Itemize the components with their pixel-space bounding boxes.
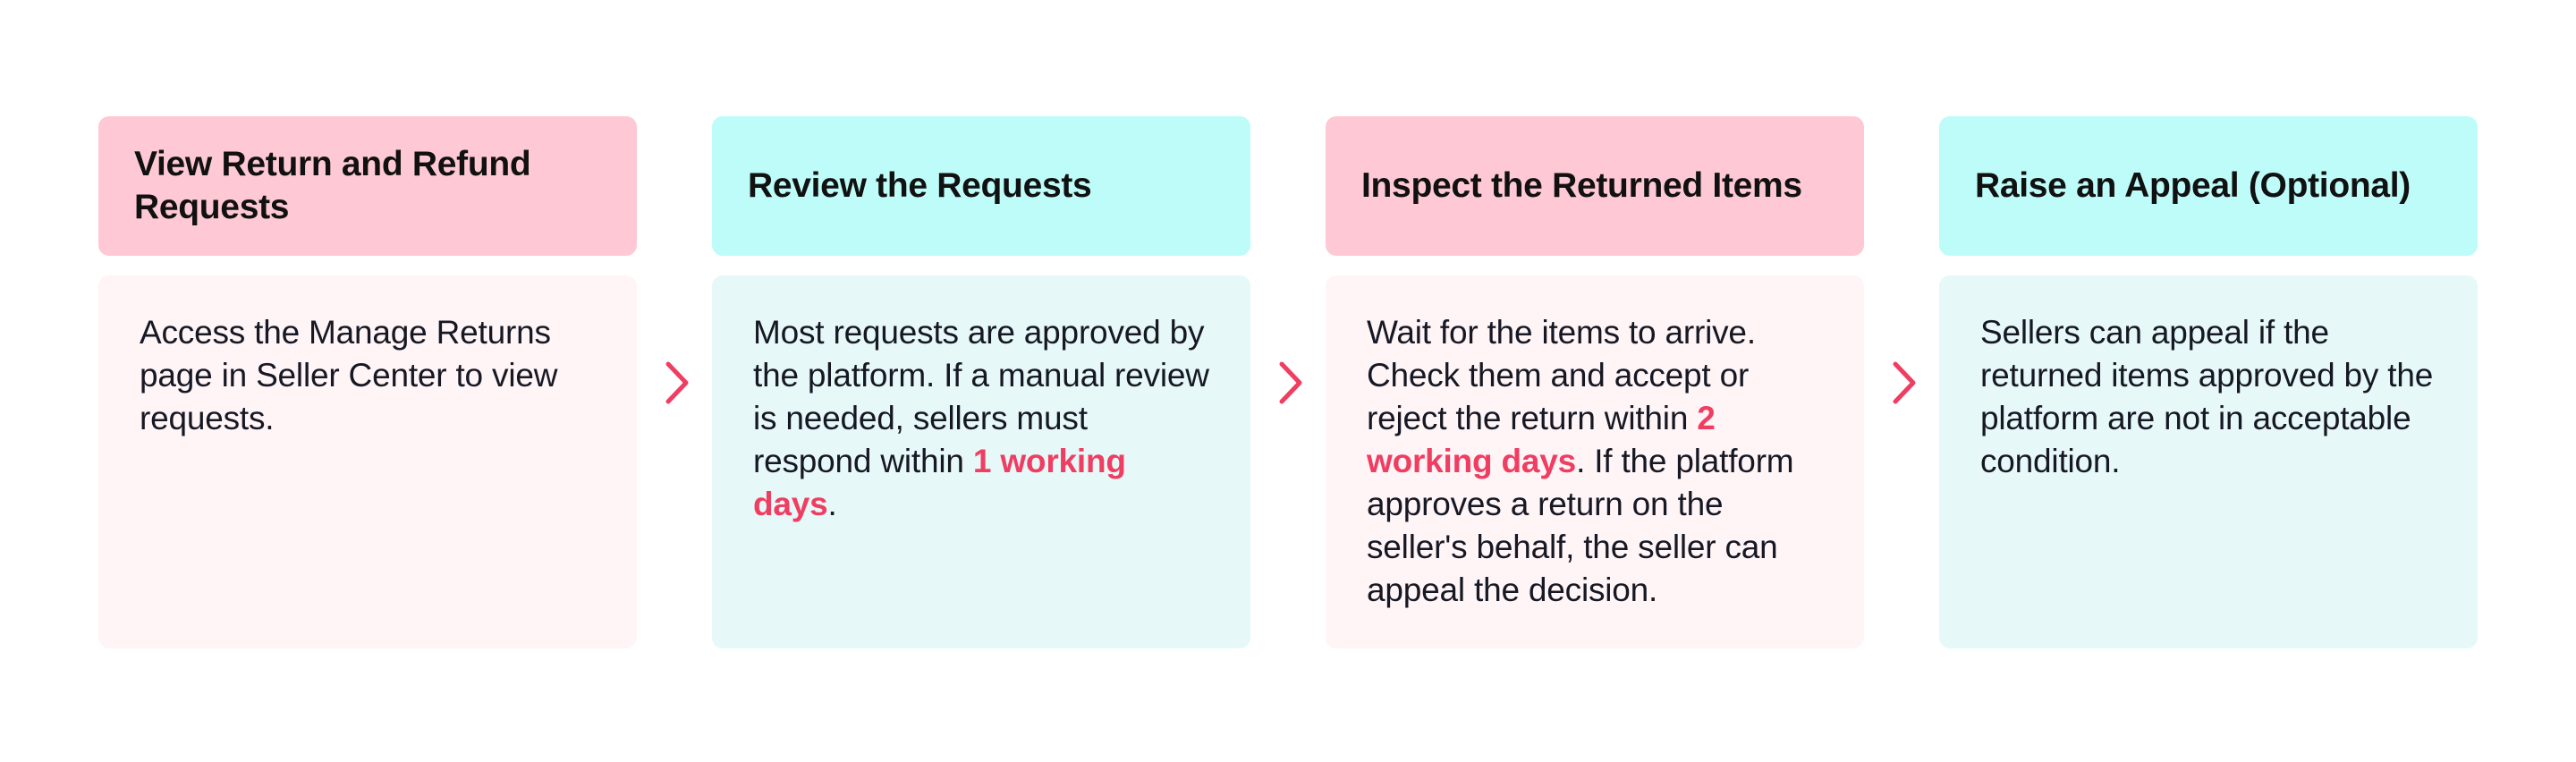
step-3-body: Wait for the items to arrive. Check them… (1326, 275, 1864, 648)
step-4-text: Sellers can appeal if the returned items… (1980, 314, 2434, 479)
step-3-deadline-highlight: 2 working days (1367, 400, 1716, 479)
step-2-body: Most requests are approved by the platfo… (712, 275, 1250, 648)
step-2-header: Review the Requests (712, 116, 1250, 256)
step-4-body: Sellers can appeal if the returned items… (1939, 275, 2478, 648)
step-1-title: View Return and Refund Requests (134, 145, 531, 226)
step-1-body: Access the Manage Returns page in Seller… (98, 275, 637, 648)
chevron-right-icon (657, 356, 693, 410)
step-2-description: Most requests are approved by the platfo… (753, 311, 1215, 526)
step-4-header: Raise an Appeal (Optional) (1939, 116, 2478, 256)
step-2-card: Review the Requests Most requests are ap… (712, 116, 1250, 648)
process-flow: View Return and Refund Requests Access t… (98, 116, 2478, 648)
step-3-text-before: Wait for the items to arrive. Check them… (1367, 314, 1756, 436)
step-4-title: Raise an Appeal (Optional) (1975, 166, 2411, 205)
step-2-title: Review the Requests (748, 166, 1092, 205)
step-4-card: Raise an Appeal (Optional) Sellers can a… (1939, 116, 2478, 648)
step-3-description: Wait for the items to arrive. Check them… (1367, 311, 1828, 612)
step-1-description: Access the Manage Returns page in Seller… (140, 311, 601, 440)
step-1-card: View Return and Refund Requests Access t… (98, 116, 637, 648)
step-3-title: Inspect the Returned Items (1361, 166, 1802, 205)
chevron-right-icon (1271, 356, 1307, 410)
step-2-text-after: . (827, 486, 837, 522)
step-2-text-before: Most requests are approved by the platfo… (753, 314, 1209, 479)
chevron-right-icon (1885, 356, 1920, 410)
step-3-card: Inspect the Returned Items Wait for the … (1326, 116, 1864, 648)
step-3-header: Inspect the Returned Items (1326, 116, 1864, 256)
step-1-header: View Return and Refund Requests (98, 116, 637, 256)
step-1-text: Access the Manage Returns page in Seller… (140, 314, 558, 436)
step-4-description: Sellers can appeal if the returned items… (1980, 311, 2442, 483)
step-2-deadline-highlight: 1 working days (753, 443, 1126, 522)
step-3-text-after: . If the platform approves a return on t… (1367, 443, 1794, 608)
